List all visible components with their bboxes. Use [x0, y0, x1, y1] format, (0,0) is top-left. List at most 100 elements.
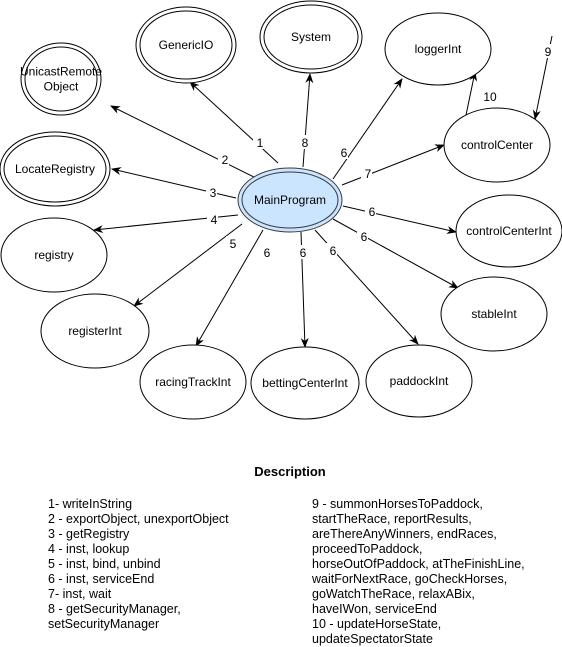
edge-label-4: 4	[211, 213, 218, 227]
node-logger[interactable]: loggerInt	[384, 12, 492, 86]
node-system[interactable]: System	[259, 0, 363, 74]
edge-label-bg	[541, 44, 552, 58]
edge-label-bg	[365, 204, 376, 218]
node-label: controlCenter	[461, 138, 533, 152]
edge-label-bg	[206, 185, 217, 199]
edge-label-6: 6	[330, 244, 337, 258]
node-registry[interactable]: registry	[0, 217, 108, 293]
edge-main-to-unicast	[110, 105, 261, 181]
node-shape-inner	[24, 46, 98, 112]
node-controlcenter[interactable]: controlCenter	[443, 107, 551, 183]
node-locate[interactable]: LocateRegistry	[0, 131, 111, 207]
node-registerint[interactable]: registerInt	[40, 293, 150, 369]
edge-label-10: 10	[483, 90, 497, 104]
node-shape-inner	[241, 171, 339, 229]
edge-label-1: 1	[257, 136, 264, 150]
node-label: registerInt	[68, 324, 122, 338]
edge-label-6: 6	[264, 246, 271, 260]
node-label: MainProgram	[254, 193, 326, 207]
node-shape	[259, 0, 363, 74]
node-genericio[interactable]: GenericIO	[135, 6, 237, 84]
edge-main-to-racingtrack	[195, 229, 264, 347]
node-shape-inner	[139, 10, 233, 80]
description-line: 9 - summonHorsesToPaddock,	[312, 497, 483, 511]
edge-label-6: 6	[341, 146, 348, 160]
description-line: 4 - inst, lookup	[48, 542, 130, 556]
node-label: LocateRegistry	[15, 162, 95, 176]
node-shape	[443, 107, 551, 183]
node-shape	[384, 12, 492, 86]
edge-main-to-system	[302, 73, 314, 168]
description-line: 10 - updateHorseState,	[312, 617, 442, 631]
description-line: 3 - getRegistry	[48, 527, 130, 541]
edge-label-bg	[483, 89, 499, 103]
node-shape-inner	[3, 135, 107, 203]
edge-label-bg	[296, 245, 307, 259]
node-main[interactable]: MainProgram	[237, 167, 343, 233]
description-right-column: 9 - summonHorsesToPaddock,startTheRace, …	[312, 497, 560, 647]
edge-label-bg	[218, 152, 229, 166]
edges	[93, 35, 553, 348]
node-label: racingTrackInt	[155, 375, 231, 389]
edge-label-bg	[361, 166, 372, 180]
edge-label-bg	[260, 245, 271, 259]
node-racingtrack[interactable]: racingTrackInt	[139, 344, 247, 420]
node-label: paddockInt	[390, 374, 449, 388]
node-label: bettingCenterInt	[262, 376, 348, 390]
edge-label-7: 7	[365, 167, 372, 181]
description-line: horseOutOfPaddock, atTheFinishLine,	[312, 557, 525, 571]
edge-label-8: 8	[302, 136, 309, 150]
node-shape	[135, 6, 237, 84]
edge-main-to-controlcenterint	[342, 205, 457, 234]
edge-label-bg	[326, 243, 337, 257]
edge-controlcenter-to-logger	[465, 71, 478, 116]
edge-label-3: 3	[210, 186, 217, 200]
edge-label-6: 6	[300, 246, 307, 260]
node-shape	[0, 217, 108, 293]
description-line: 1- writeInString	[48, 497, 133, 511]
node-shape	[440, 276, 548, 352]
description-line: 6 - inst, serviceEnd	[48, 572, 155, 586]
edge-label-2: 2	[222, 153, 229, 167]
description-line: areThereAnyWinners, endRaces,	[312, 527, 497, 541]
node-shape	[250, 346, 360, 420]
description-line: 8 - getSecurityManager,	[48, 602, 181, 616]
edge-label-5: 5	[230, 237, 237, 251]
node-label: GenericIO	[159, 38, 214, 52]
node-bettingcenter[interactable]: bettingCenterInt	[250, 346, 360, 420]
description-title: Description	[254, 464, 326, 479]
edge-label-bg	[298, 135, 309, 149]
node-shape	[20, 42, 102, 116]
edge-label-6: 6	[369, 205, 376, 219]
node-shape-inner	[263, 4, 359, 70]
node-stable[interactable]: stableInt	[440, 276, 548, 352]
edge-main-to-logger	[332, 78, 403, 180]
description-line: goWatchTheRace, relaxABix,	[312, 587, 475, 601]
description-line: startTheRace, reportResults,	[312, 512, 472, 526]
edge-label-bg	[337, 145, 348, 159]
edge-main-to-stable	[332, 218, 459, 289]
description-line: proceedToPaddock,	[312, 542, 423, 556]
node-label: registry	[34, 248, 73, 262]
edge-main-to-locate	[111, 167, 237, 199]
description-line: setSecurityManager	[48, 617, 160, 631]
node-shape	[0, 131, 111, 207]
node-label: controlCenterInt	[466, 224, 552, 238]
edge-label-bg	[253, 135, 264, 149]
edge-label-6: 6	[361, 230, 368, 244]
node-label: loggerInt	[415, 42, 462, 56]
node-paddock[interactable]: paddockInt	[365, 344, 473, 418]
edge-label-bg	[357, 229, 368, 243]
edge-main-to-controlcenter	[341, 144, 445, 186]
node-shape	[455, 194, 562, 268]
node-controlcenterint[interactable]: controlCenterInt	[455, 194, 562, 268]
edge-main-to-genericio	[189, 81, 279, 164]
edge-label-bg	[226, 236, 237, 250]
description-line: waitForNextRace, goCheckHorses,	[312, 572, 508, 586]
description-line: 5 - inst, bind, unbind	[48, 557, 161, 571]
